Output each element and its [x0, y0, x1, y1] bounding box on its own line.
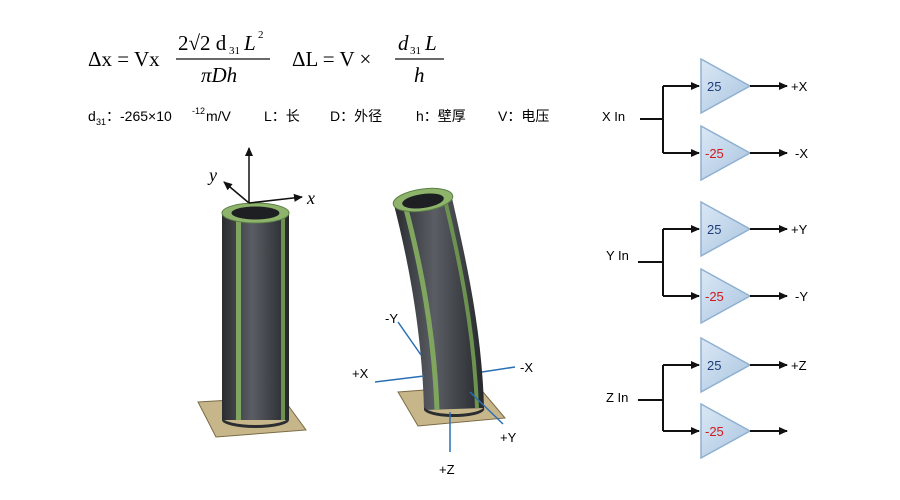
legend-h: h：壁厚 — [416, 108, 466, 124]
electrode-line-pos-y — [469, 391, 504, 425]
amp-x-input-label: X In — [602, 109, 625, 124]
formula-delta-x-L: L — [243, 31, 256, 55]
amp-x-top-gain: 25 — [707, 79, 721, 94]
amp-z-top-output: +Z — [791, 358, 807, 373]
legend-L: L：长 — [264, 108, 300, 124]
legend-d31-unit: m/V — [206, 108, 232, 124]
legend-d31-exp: -12 — [192, 106, 205, 116]
tube-bore-right — [402, 193, 444, 209]
amp-x-bottom-triangle — [700, 124, 752, 182]
electrode-stripe-right-1 — [402, 204, 440, 411]
amplifier-group-z: Z In 25 -25 +Z — [606, 336, 807, 460]
formula-delta-L-L: L — [424, 31, 437, 55]
legend-D: D：外径 — [330, 108, 382, 124]
electrode-label-pos-y: +Y — [500, 430, 517, 445]
amp-z-top-gain: 25 — [707, 358, 721, 373]
axis-y-label: y — [207, 165, 217, 185]
amp-z-bottom-gain: -25 — [705, 424, 724, 439]
formula-block: Δx = Vx 2√2 d 31 L 2 πDh ΔL = V × d 31 L… — [88, 29, 444, 87]
axis-y-arrow — [223, 181, 250, 204]
formula-delta-L-denominator: h — [414, 63, 425, 87]
amplifier-group-x: X In 25 -25 +X -X — [602, 57, 808, 182]
formula-delta-L-numerator: d — [398, 31, 409, 55]
legend-d31-value: ：-265×10 — [106, 108, 172, 124]
electrode-line-neg-y — [397, 321, 422, 356]
formula-sup2: 2 — [258, 29, 264, 41]
bent-tube-illustration: -Y +X -X +Y +Z — [352, 187, 533, 477]
formula-delta-x: Δx = Vx — [88, 47, 160, 71]
axis-x-arrow — [248, 193, 303, 204]
electrode-stripe-left-1 — [236, 213, 241, 420]
legend-d31-symbol: d — [88, 108, 96, 124]
amp-x-bottom-gain: -25 — [705, 146, 724, 161]
amp-z-input-label: Z In — [606, 390, 628, 405]
electrode-stripe-left-2 — [281, 213, 285, 420]
formula-sub31-b: 31 — [410, 45, 421, 57]
amp-y-input-label: Y In — [606, 248, 629, 263]
amp-x-top-triangle — [700, 57, 752, 115]
amp-y-bottom-gain: -25 — [705, 289, 724, 304]
parameter-legend: d 31 ：-265×10 -12 m/V L：长 D：外径 h：壁厚 V：电压 — [88, 106, 549, 127]
amp-z-top-triangle — [700, 336, 752, 394]
formula-delta-x-denominator: πDh — [201, 63, 237, 87]
tube-bottom-edge-left — [222, 417, 289, 428]
amp-y-top-output: +Y — [791, 222, 808, 237]
electrode-line-pos-x — [374, 375, 425, 383]
legend-V: V：电压 — [498, 108, 549, 124]
amp-y-top-triangle — [700, 200, 752, 258]
amplifier-group-y: Y In 25 -25 +Y -Y — [606, 200, 808, 325]
electrode-stripe-right-2 — [443, 199, 479, 409]
electrode-label-pos-z: +Z — [439, 462, 455, 477]
straight-tube-illustration: x y — [197, 147, 315, 438]
amp-x-bottom-output: -X — [795, 146, 808, 161]
axis-x-label: x — [306, 188, 315, 208]
formula-delta-L: ΔL = V × — [292, 47, 371, 71]
amp-y-bottom-triangle — [700, 267, 752, 325]
electrode-label-neg-y: -Y — [385, 311, 398, 326]
electrode-label-neg-x: -X — [520, 360, 533, 375]
formula-sub31-a: 31 — [229, 45, 240, 57]
amp-y-top-gain: 25 — [707, 222, 721, 237]
formula-delta-x-numerator: 2√2 d — [178, 31, 227, 55]
amp-z-bottom-triangle — [700, 402, 752, 460]
electrode-line-neg-x — [481, 366, 516, 373]
amp-y-bottom-output: -Y — [795, 289, 808, 304]
tube-body-left — [222, 213, 289, 420]
electrode-label-pos-x: +X — [352, 366, 369, 381]
tube-bottom-edge-right — [424, 405, 485, 418]
amp-x-top-output: +X — [791, 79, 808, 94]
tube-bore-left — [231, 206, 280, 220]
legend-d31-sub: 31 — [96, 117, 106, 127]
